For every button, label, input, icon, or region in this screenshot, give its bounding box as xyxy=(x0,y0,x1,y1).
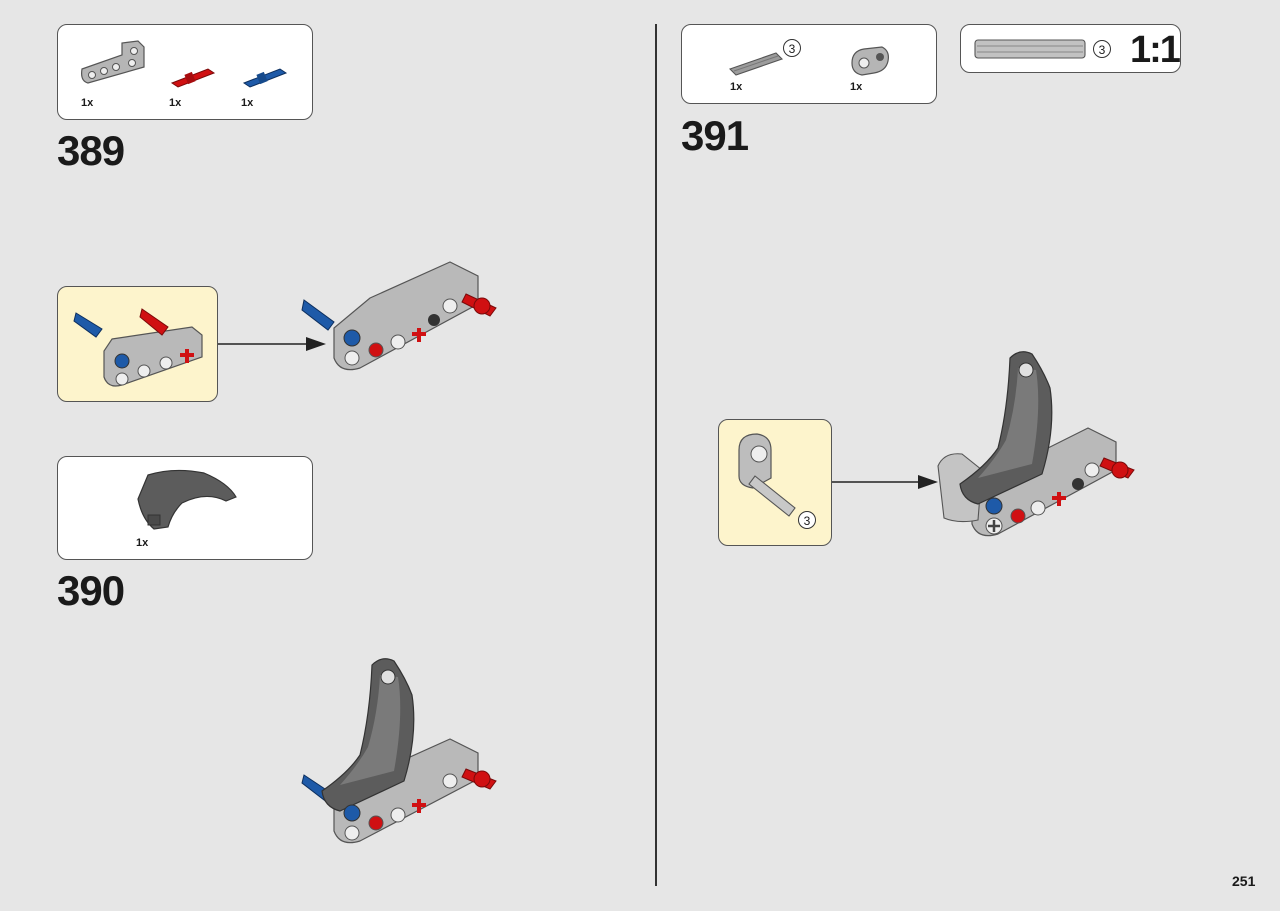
scale-label: 1:1 xyxy=(1130,29,1181,71)
subassembly-box-391: 3 xyxy=(718,419,832,546)
subassembly-connector-axle-icon xyxy=(738,433,796,517)
page-divider xyxy=(655,24,657,886)
arrow-icon xyxy=(832,475,938,489)
length-callout: 3 xyxy=(783,39,801,57)
assembly-390-icon xyxy=(301,658,497,844)
arrow-icon xyxy=(218,337,326,351)
quantity-label: 1x xyxy=(241,97,254,109)
assembly-389-icon xyxy=(301,261,497,371)
length-callout: 3 xyxy=(798,511,816,529)
axle-scale-icon xyxy=(974,39,1086,59)
parts-list-391: 3 1x 1x xyxy=(681,24,937,104)
quantity-label: 1x xyxy=(81,97,94,109)
quantity-label: 1x xyxy=(730,81,743,93)
step-number: 391 xyxy=(681,112,749,159)
subassembly-box-389 xyxy=(57,286,218,402)
step-number: 390 xyxy=(57,567,125,614)
light-gray-liftarm-icon xyxy=(81,40,145,84)
quantity-label: 1x xyxy=(136,537,149,549)
quantity-label: 1x xyxy=(850,81,863,93)
page-number: 251 xyxy=(1232,873,1256,889)
dark-gray-panel-icon xyxy=(137,469,237,530)
light-gray-connector-icon xyxy=(851,46,889,76)
parts-list-389: 1x 1x 1x xyxy=(57,24,313,120)
parts-list-390: 1x xyxy=(57,456,313,560)
quantity-label: 1x xyxy=(169,97,182,109)
scale-box: 3 1:1 xyxy=(960,24,1181,73)
step-number: 389 xyxy=(57,127,125,174)
gray-axle-icon xyxy=(728,52,784,76)
blue-axle-pin-icon xyxy=(242,68,288,88)
assembly-391-icon xyxy=(937,351,1135,537)
length-callout: 3 xyxy=(1093,40,1111,58)
red-axle-pin-icon xyxy=(170,68,216,88)
subassembly-liftarm-icon xyxy=(73,308,203,387)
